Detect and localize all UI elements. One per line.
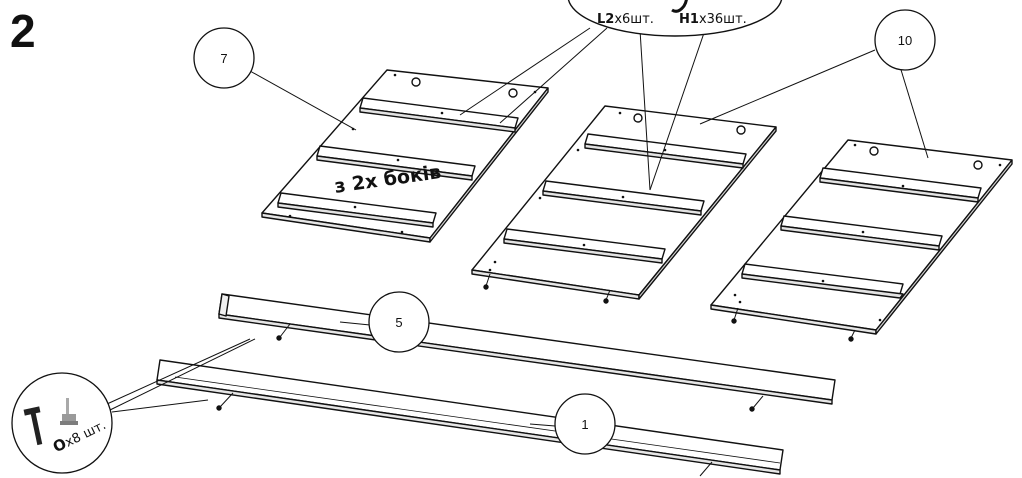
batten	[819, 167, 982, 203]
hammer-icon	[23, 406, 43, 446]
batten	[277, 192, 437, 228]
screw-icon	[671, 0, 688, 13]
tool-callout	[11, 372, 113, 474]
leader-lines	[106, 27, 929, 427]
part-callout-5: 5	[368, 291, 430, 353]
panel-middle	[471, 105, 777, 304]
part-callout-10: 10	[874, 9, 936, 71]
part-callout-7: 7	[193, 27, 255, 89]
fastener-h1-label: H1х36шт.	[679, 12, 747, 27]
panel-10	[710, 139, 1013, 342]
part-number-7: 7	[220, 51, 227, 66]
mallet-icon	[60, 398, 78, 425]
panel-7	[261, 69, 549, 243]
part-callout-1: 1	[554, 393, 616, 455]
fastener-bubble	[567, 0, 783, 37]
part-number-5: 5	[395, 315, 402, 330]
fastener-h1-code: H1	[679, 12, 699, 27]
part-number-1: 1	[581, 417, 588, 432]
part-number-10: 10	[898, 33, 912, 48]
fastener-l2-qty: х6шт.	[614, 12, 654, 27]
batten	[316, 145, 476, 181]
fastener-l2-code: L2	[597, 12, 615, 27]
step-number: 2	[10, 5, 36, 57]
fastener-h1-qty: х36шт.	[698, 12, 747, 27]
fastener-l2-label: L2х6шт.	[597, 12, 654, 27]
batten	[741, 263, 904, 299]
batten	[359, 97, 519, 133]
batten	[780, 215, 943, 251]
